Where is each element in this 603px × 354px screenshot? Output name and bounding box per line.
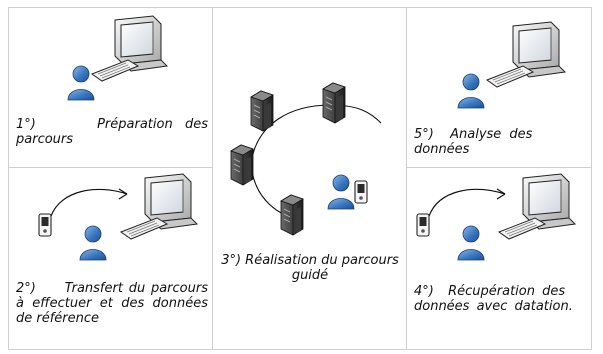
step-5-text: Analyse des données [414,127,533,157]
handheld-device-icon [416,213,430,237]
workstation-illustration [67,15,168,101]
step-4-cell: 4°) Récupération des données avec datati… [407,168,592,350]
server-icon [250,90,274,132]
step-1-number: 1°) [16,117,36,132]
step-1-text: Préparation des parcours [16,117,208,147]
step-1-label: 1°) Préparation des parcours [16,117,208,147]
step-3-label: 3°) Réalisation du parcours guidé [221,253,399,283]
steps-grid: 1°) Préparation des parcours 2°) Transfe… [8,7,592,350]
person-icon [67,65,95,101]
step-3-number: 3°) [221,253,242,268]
step-3-text: Réalisation du parcours guidé [245,253,399,283]
server-icon [322,82,346,124]
grid-divider [9,167,212,168]
step-4-number: 4°) [414,284,434,299]
retrieval-arrow [428,188,506,217]
grid-divider [212,8,213,349]
transfer-illustration [38,173,198,261]
step-5-label: 5°) Analyse des données [414,127,584,157]
step-5-number: 5°) [414,127,434,142]
step-2-number: 2°) [16,281,36,296]
server-icon [230,144,254,186]
person-icon [79,225,107,261]
network-illustration [230,82,382,236]
person-icon [457,225,485,261]
analysis-illustration [457,21,566,109]
server-icon [280,194,304,236]
step-4-text: Récupération des données avec datation. [414,284,573,314]
step-1-cell: 1°) Préparation des parcours [9,8,212,167]
person-icon [327,174,355,210]
step-4-label: 4°) Récupération des données avec datati… [414,284,586,314]
step-2-label: 2°) Transfert du parcours à effectuer et… [16,281,208,326]
handheld-device-icon [38,213,52,237]
keyboard-icon [486,65,534,88]
person-icon [457,73,485,109]
step-5-cell: 5°) Analyse des données [407,8,592,167]
grid-divider [406,167,592,168]
retrieval-illustration [416,173,576,261]
step-2-text: Transfert du parcours à effectuer et des… [16,281,208,326]
step-3-cell: 3°) Réalisation du parcours guidé [213,8,406,350]
grid-divider [406,8,407,349]
transfer-arrow [50,188,128,217]
handheld-device-icon [354,180,368,204]
step-2-cell: 2°) Transfert du parcours à effectuer et… [9,168,212,350]
